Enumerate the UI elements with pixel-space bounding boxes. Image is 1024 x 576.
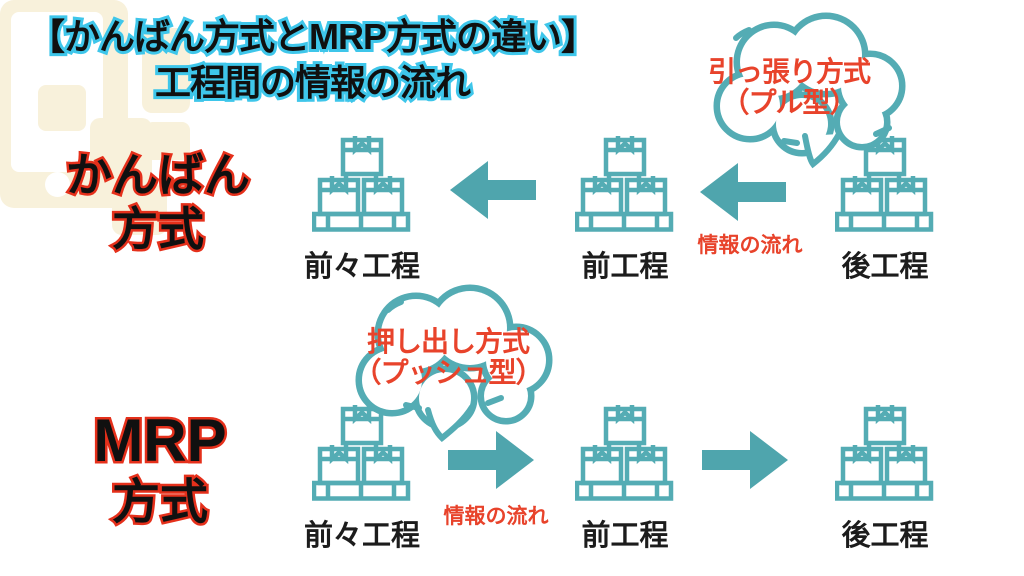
pull-bubble-line1: 引っ張り方式: [707, 56, 871, 87]
decoration-square: [112, 185, 167, 235]
process-label: 後工程: [841, 251, 929, 283]
mrp-method-line1: MRP: [91, 405, 229, 476]
process-label: 前々工程: [303, 251, 420, 283]
info-flow-label: 情報の流れ: [443, 505, 549, 528]
decoration-square: [38, 85, 86, 131]
process-label: 前工程: [581, 251, 669, 283]
arrow-left-icon: [450, 161, 536, 219]
cloud-bubble-graphic: [355, 284, 553, 443]
mrp-method-line2: 方式: [109, 474, 210, 532]
smartphone-decoration: [0, 0, 200, 240]
push-bubble-text: 押し出し方式 （プッシュ型）: [348, 326, 548, 388]
page-title-line2: 工程間の情報の流れ: [152, 59, 474, 106]
cloud-speech-bubble-icon: 引っ張り方式 （プル型）: [700, 10, 910, 182]
pallet-boxes-icon: [575, 134, 675, 232]
decoration-square: [145, 122, 190, 160]
cloud-bubble-graphic: [713, 12, 906, 169]
process-label: 後工程: [841, 520, 929, 552]
mrp-method-label: MRP 方式: [40, 405, 280, 532]
decoration-square: [142, 28, 190, 113]
process-label: 前々工程: [303, 520, 420, 552]
kanban-method-label: かんばん 方式: [38, 147, 278, 258]
kanban-method-line2: 方式: [110, 201, 207, 258]
arrow-right-icon: [702, 431, 788, 489]
decoration-home-button: [45, 172, 70, 197]
push-bubble-line2: （プッシュ型）: [353, 357, 543, 388]
info-flow-label: 情報の流れ: [697, 234, 803, 257]
pallet-boxes-icon: [575, 403, 675, 501]
kanban-method-line1: かんばん: [64, 147, 253, 204]
cloud-speech-bubble-icon: 押し出し方式 （プッシュ型）: [340, 282, 565, 454]
pull-bubble-text: 引っ張り方式 （プル型）: [700, 56, 878, 118]
process-label: 前工程: [581, 520, 669, 552]
page-title-line1: 【かんばん方式とMRP方式の違い】: [26, 13, 600, 60]
push-bubble-line1: 押し出し方式: [366, 326, 530, 357]
pallet-boxes-icon: [835, 403, 935, 501]
pull-bubble-line2: （プル型）: [721, 87, 857, 118]
page-title: 【かんばん方式とMRP方式の違い】 工程間の情報の流れ: [20, 13, 605, 106]
pallet-boxes-icon: [312, 134, 412, 232]
